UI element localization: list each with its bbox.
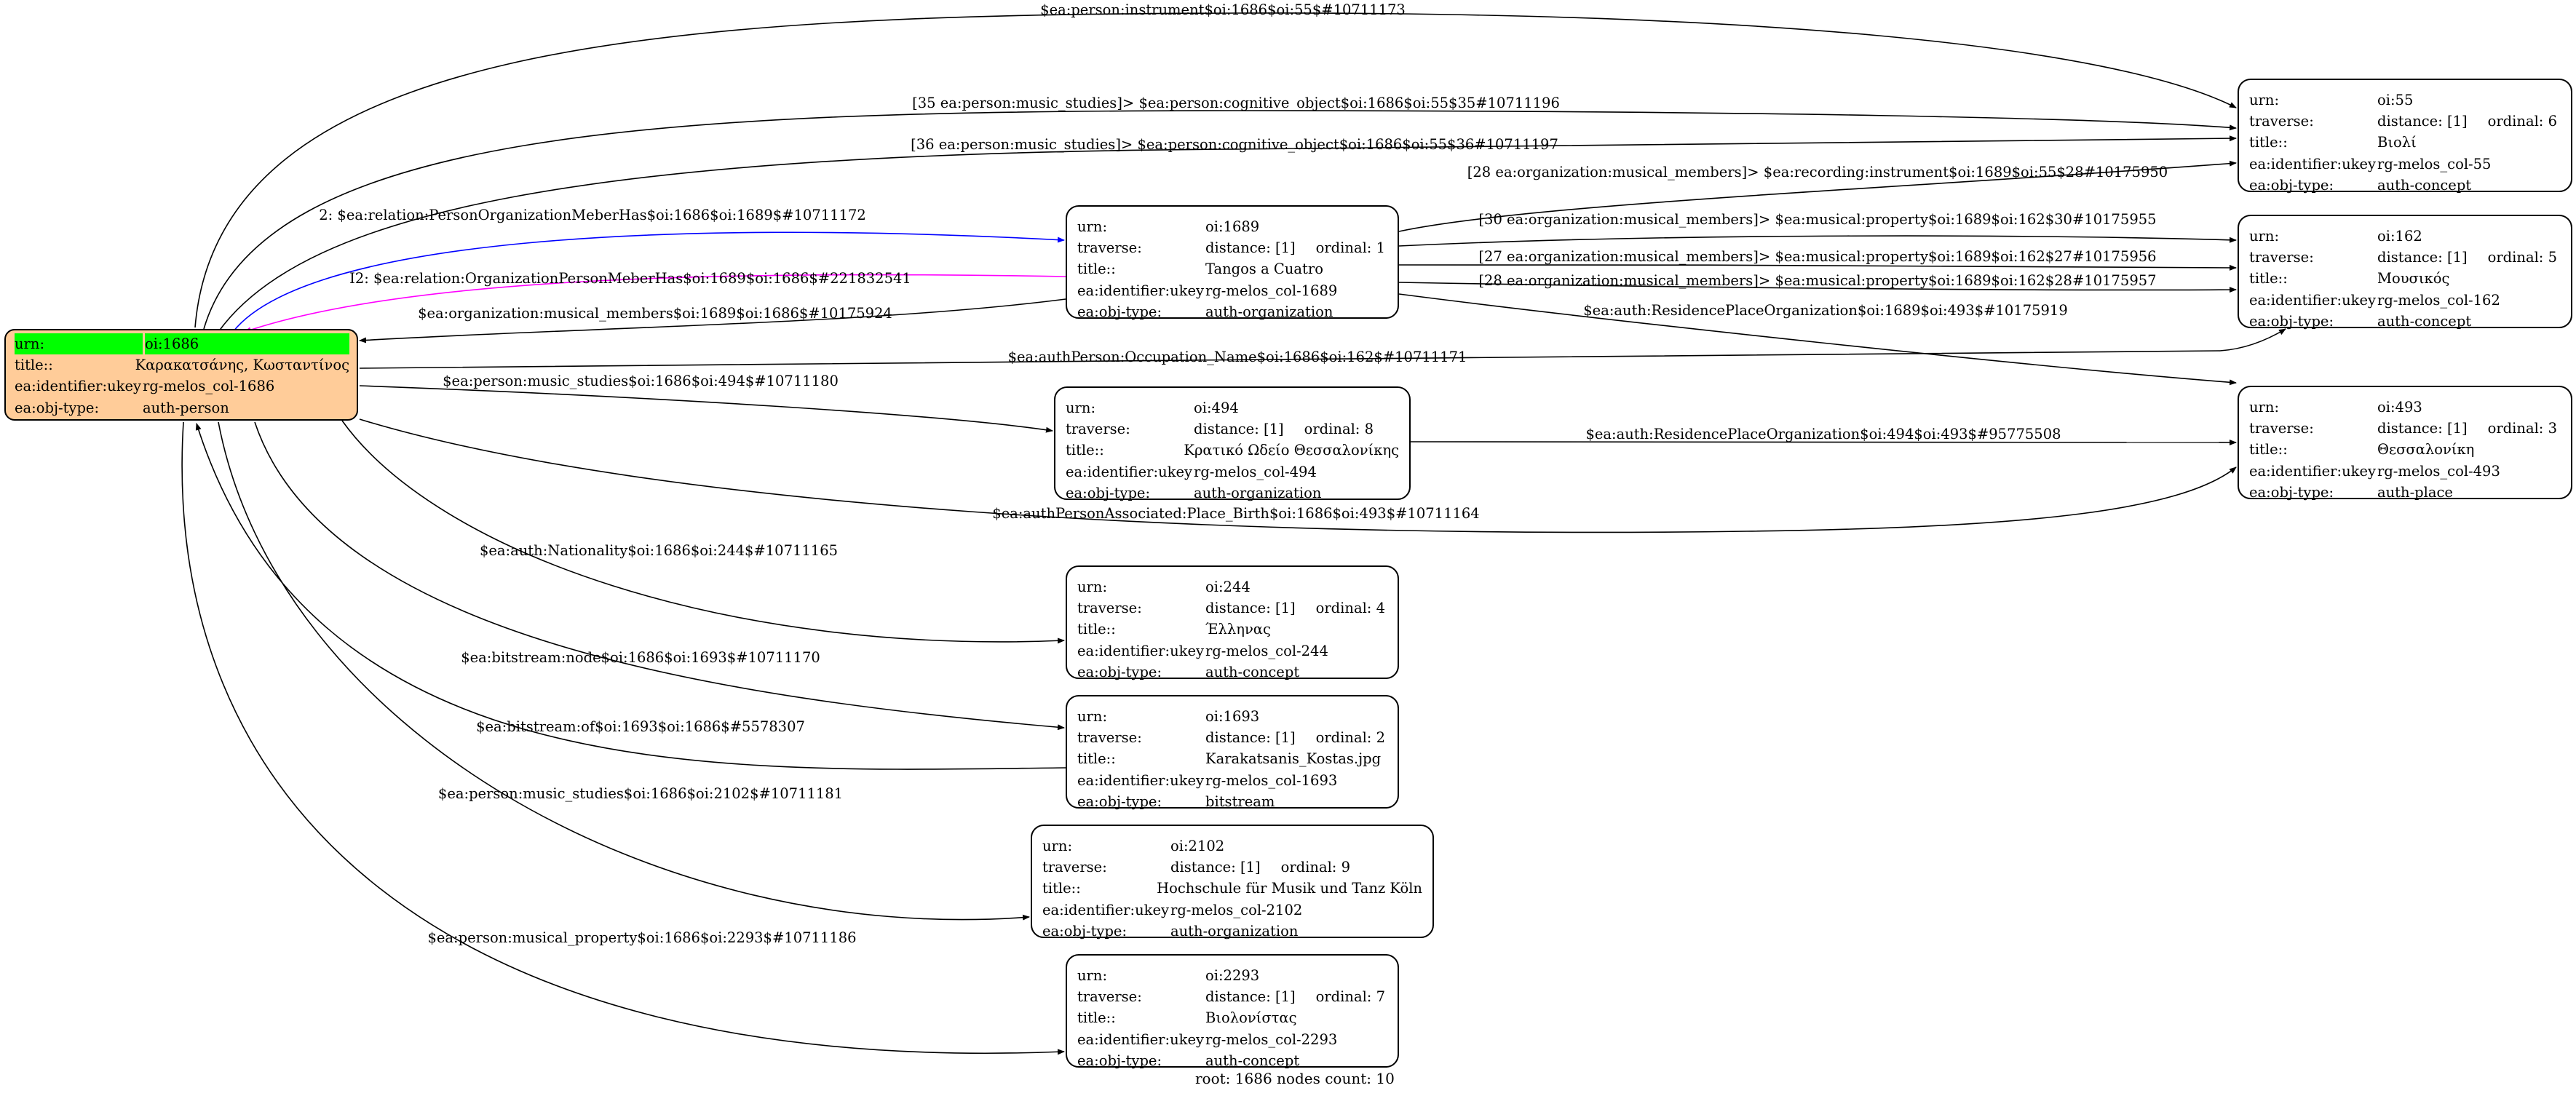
edge-label: I2: $ea:relation:OrganizationPersonMeber…	[349, 270, 911, 287]
node-row: urn:oi:2102	[1042, 838, 1225, 854]
edge-7	[1398, 235, 2237, 247]
node-row: ea:obj-type:auth-place	[2249, 483, 2453, 501]
edge-label: $ea:authPersonAssociated:Place_Birth$oi:…	[992, 505, 1479, 522]
edge-15	[341, 420, 1065, 644]
edge-label: [28 ea:organization:musical_members]> $e…	[1478, 272, 2156, 289]
edge-label: $ea:auth:ResidencePlaceOrganization$oi:4…	[1585, 426, 2061, 442]
edge-1	[203, 110, 2237, 330]
edge-9	[1398, 282, 2237, 293]
node-row: traverse:distance: [1]ordinal: 4	[1077, 600, 1385, 617]
node-row: traverse:distance: [1]ordinal: 9	[1042, 859, 1350, 876]
edge-label: $ea:person:instrument$oi:1686$oi:55$#107…	[1040, 1, 1406, 18]
edge-16	[254, 421, 1065, 731]
node-row: ea:obj-type:auth-concept	[2249, 176, 2472, 194]
node-493[interactable]: urn:oi:493 traverse:distance: [1]ordinal:…	[2238, 386, 2572, 501]
edge-label: $ea:organization:musical_members$oi:1689…	[418, 305, 892, 322]
node-1689[interactable]: urn:oi:1689 traverse:distance: [1]ordinal…	[1066, 205, 1399, 320]
edge-label: [35 ea:person:music_studies]> $ea:person…	[912, 95, 1560, 111]
edge-label: 2: $ea:relation:PersonOrganizationMeberH…	[319, 207, 866, 223]
node-row: urn:oi:55	[2249, 92, 2414, 108]
edge-5	[359, 298, 1066, 344]
edge-3	[232, 231, 1065, 333]
edge-label: $ea:person:music_studies$oi:1686$oi:494$…	[443, 373, 839, 389]
node-row: urn:oi:1689	[1077, 218, 1260, 235]
node-row: title::Karakatsanis_Kostas.jpg	[1077, 750, 1382, 768]
node-row: traverse:distance: [1]ordinal: 6	[2249, 113, 2557, 130]
node-row: urn:oi:2293	[1077, 967, 1260, 984]
node-1693[interactable]: urn:oi:1693 traverse:distance: [1]ordinal…	[1066, 695, 1399, 810]
edge-10	[1398, 293, 2237, 386]
node-162[interactable]: urn:oi:162 traverse:distance: [1]ordinal:…	[2238, 215, 2572, 330]
edge-6	[1398, 160, 2237, 232]
graph-footer: root: 1686 nodes count: 10	[1195, 1070, 1395, 1087]
node-row: ea:obj-type:auth-organization	[1066, 484, 1322, 501]
node-row: urn:oi:493	[2249, 399, 2422, 416]
edge-19	[181, 421, 1065, 1055]
node-row: title::Κρατικό Ωδείο Θεσσαλονίκης	[1066, 442, 1399, 459]
node-row: ea:obj-type:auth-person	[15, 399, 229, 416]
node-row: title::Hochschule für Musik und Tanz Köl…	[1042, 880, 1422, 897]
node-row: traverse:distance: [1]ordinal: 1	[1077, 239, 1385, 257]
edge-label: [28 ea:organization:musical_members]> $e…	[1467, 164, 2168, 180]
node-row: traverse:distance: [1]ordinal: 7	[1077, 988, 1385, 1006]
edge-label: [30 ea:organization:musical_members]> $e…	[1478, 211, 2156, 228]
edge-label: $ea:bitstream:of$oi:1693$oi:1686$#557830…	[476, 718, 805, 735]
node-row: title::Βιολονίστας	[1077, 1009, 1297, 1027]
node-row: ea:obj-type:auth-concept	[1077, 1052, 1300, 1069]
node-row: urn:oi:244	[1077, 579, 1251, 595]
node-row: title::Καρακατσάνης, Κωσταντίνος	[15, 357, 349, 374]
edge-label: $ea:bitstream:node$oi:1686$oi:1693$#1071…	[461, 649, 820, 666]
node-row: ea:obj-type:auth-organization	[1077, 303, 1333, 320]
edge-label: [27 ea:organization:musical_members]> $e…	[1478, 248, 2156, 265]
edge-label: $ea:auth:Nationality$oi:1686$oi:244$#107…	[480, 542, 838, 559]
node-row: urn:oi:162	[2249, 228, 2422, 245]
edge-0	[194, 12, 2237, 328]
node-row: title::Tangos a Cuatro	[1077, 261, 1323, 278]
node-row: title::Έλληνας	[1077, 621, 1271, 638]
node-row: traverse:distance: [1]ordinal: 5	[2249, 249, 2557, 266]
edge-label: $ea:auth:ResidencePlaceOrganization$oi:1…	[1583, 302, 2067, 319]
node-row: title::Θεσσαλονίκη	[2249, 441, 2475, 458]
node-row: title::Βιολί	[2249, 134, 2417, 151]
node-row: ea:obj-type:auth-concept	[1077, 663, 1300, 680]
node-row: urn:oi:494	[1066, 400, 1239, 416]
node-row: ea:obj-type:auth-concept	[2249, 312, 2472, 330]
node-row: traverse:distance: [1]ordinal: 2	[1077, 729, 1385, 747]
node-244[interactable]: urn:oi:244 traverse:distance: [1]ordinal:…	[1066, 565, 1399, 680]
node-494[interactable]: urn:oi:494 traverse:distance: [1]ordinal:…	[1054, 386, 1411, 501]
node-55[interactable]: urn:oi:55 traverse:distance: [1]ordinal: …	[2238, 79, 2572, 194]
edge-12	[359, 385, 1053, 433]
node-row: traverse:distance: [1]ordinal: 3	[2249, 420, 2557, 437]
edge-8	[1398, 264, 2237, 271]
edge-label: $ea:authPerson:Occupation_Name$oi:1686$o…	[1008, 349, 1467, 365]
node-row: ea:obj-type:bitstream	[1077, 793, 1275, 810]
node-row: urn:oi:1686	[15, 333, 349, 355]
node-row: urn:oi:1693	[1077, 708, 1260, 725]
edge-18	[218, 421, 1030, 921]
edge-label: $ea:person:music_studies$oi:1686$oi:2102…	[438, 785, 843, 802]
node-2293[interactable]: urn:oi:2293 traverse:distance: [1]ordinal…	[1066, 954, 1399, 1069]
node-row: ea:obj-type:auth-organization	[1042, 922, 1299, 940]
node-row: title::Μουσικός	[2249, 270, 2450, 287]
edge-14	[359, 418, 2237, 533]
node-2102[interactable]: urn:oi:2102 traverse:distance: [1]ordinal…	[1031, 825, 1434, 940]
root-node-1686[interactable]: urn:oi:1686 title::Καρακατσάνης, Κωσταντ…	[4, 329, 358, 421]
edge-label: [36 ea:person:music_studies]> $ea:person…	[911, 136, 1558, 153]
edge-4	[244, 274, 1066, 333]
edge-17	[195, 423, 1066, 770]
node-row: traverse:distance: [1]ordinal: 8	[1066, 421, 1374, 438]
edge-label: $ea:person:musical_property$oi:1686$oi:2…	[427, 929, 856, 946]
